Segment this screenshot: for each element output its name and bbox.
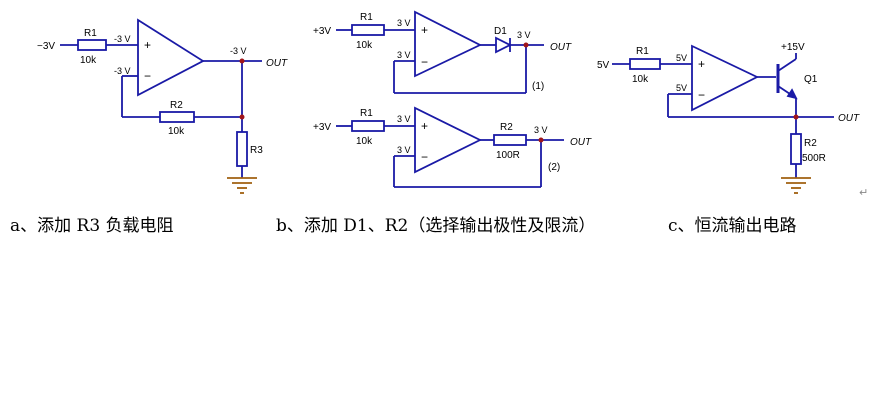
r2-value-b2: 100R: [496, 150, 520, 161]
out-label-c: OUT: [838, 113, 860, 124]
v-plus-b2: 3 V: [397, 114, 411, 124]
input-label-b1: +3V: [313, 26, 331, 37]
resistor-r1-c: [629, 58, 661, 70]
opamp-b2: [414, 106, 483, 174]
supply-label-c: +15V: [781, 42, 805, 53]
r2-value-c: 500R: [802, 153, 826, 164]
transistor-collector: [777, 58, 797, 72]
tag-b2: (2): [548, 162, 560, 173]
resistor-r3-a: [236, 131, 248, 167]
minus-sign-c: −: [698, 88, 705, 102]
r1-name-b2: R1: [360, 108, 373, 119]
r2-name-b2: R2: [500, 122, 513, 133]
v-plus-b1: 3 V: [397, 18, 411, 28]
v-out-b2: 3 V: [534, 125, 548, 135]
diode-d1: [495, 36, 513, 54]
node-dot: [239, 114, 245, 120]
resistor-r2-a: [159, 111, 195, 123]
v-minus-b2: 3 V: [397, 145, 411, 155]
input-label-c: 5V: [597, 60, 610, 71]
circuit-a: [60, 18, 262, 194]
plus-sign-b2: +: [421, 119, 428, 133]
caption-a: a、添加 R3 负载电阻: [10, 216, 174, 236]
node-dot: [523, 42, 529, 48]
input-label-b2: +3V: [313, 122, 331, 133]
opamp-b1: [414, 10, 483, 78]
r2-name-c: R2: [804, 138, 817, 149]
out-label-b2: OUT: [570, 137, 592, 148]
ground-symbol-c: [781, 177, 811, 194]
v-minus-a: -3 V: [114, 66, 131, 76]
input-label-a: −3V: [37, 41, 55, 52]
minus-sign-a: −: [144, 69, 151, 83]
plus-sign-b1: +: [421, 23, 428, 37]
r1-name-a: R1: [84, 28, 97, 39]
resistor-r2-b2: [493, 134, 527, 146]
v-out-b1: 3 V: [517, 30, 531, 40]
resistor-r1-a: [77, 39, 107, 51]
node-dot: [793, 114, 799, 120]
d1-name: D1: [494, 26, 507, 37]
resistor-r1-b2: [351, 120, 385, 132]
r2-value-a: 10k: [168, 126, 185, 137]
tag-b1: (1): [532, 81, 544, 92]
v-minus-b1: 3 V: [397, 50, 411, 60]
v-out-a: -3 V: [230, 46, 247, 56]
circuit-c: [612, 44, 834, 194]
out-label-a: OUT: [266, 58, 288, 69]
r1-name-b1: R1: [360, 12, 373, 23]
out-label-b1: OUT: [550, 42, 572, 53]
minus-sign-b1: −: [421, 55, 428, 69]
circuit-b2: [336, 106, 564, 188]
r1-name-c: R1: [636, 46, 649, 57]
r1-value-a: 10k: [80, 55, 97, 66]
plus-sign-a: +: [144, 38, 151, 52]
resistor-r1-b1: [351, 24, 385, 36]
r3-name-a: R3: [250, 145, 263, 156]
minus-sign-b2: −: [421, 150, 428, 164]
caption-b: b、添加 D1、R2（选择输出极性及限流）: [276, 216, 596, 236]
v-plus-a: -3 V: [114, 34, 131, 44]
v-plus-c: 5V: [676, 53, 687, 63]
v-minus-c: 5V: [676, 83, 687, 93]
r1-value-c: 10k: [632, 74, 649, 85]
resistor-r2-c: [790, 133, 802, 165]
plus-sign-c: +: [698, 57, 705, 71]
return-mark: ↵: [859, 186, 869, 199]
node-dot: [538, 137, 544, 143]
transistor-arrow: [786, 88, 798, 100]
q1-name: Q1: [804, 74, 818, 85]
opamp-a: [137, 18, 205, 97]
caption-c: c、恒流输出电路: [668, 216, 797, 236]
node-dot: [239, 58, 245, 64]
r1-value-b2: 10k: [356, 136, 373, 147]
opamp-c: [691, 44, 760, 112]
r1-value-b1: 10k: [356, 40, 373, 51]
circuit-b1: [336, 10, 544, 94]
ground-symbol-a: [227, 177, 257, 194]
r2-name-a: R2: [170, 100, 183, 111]
